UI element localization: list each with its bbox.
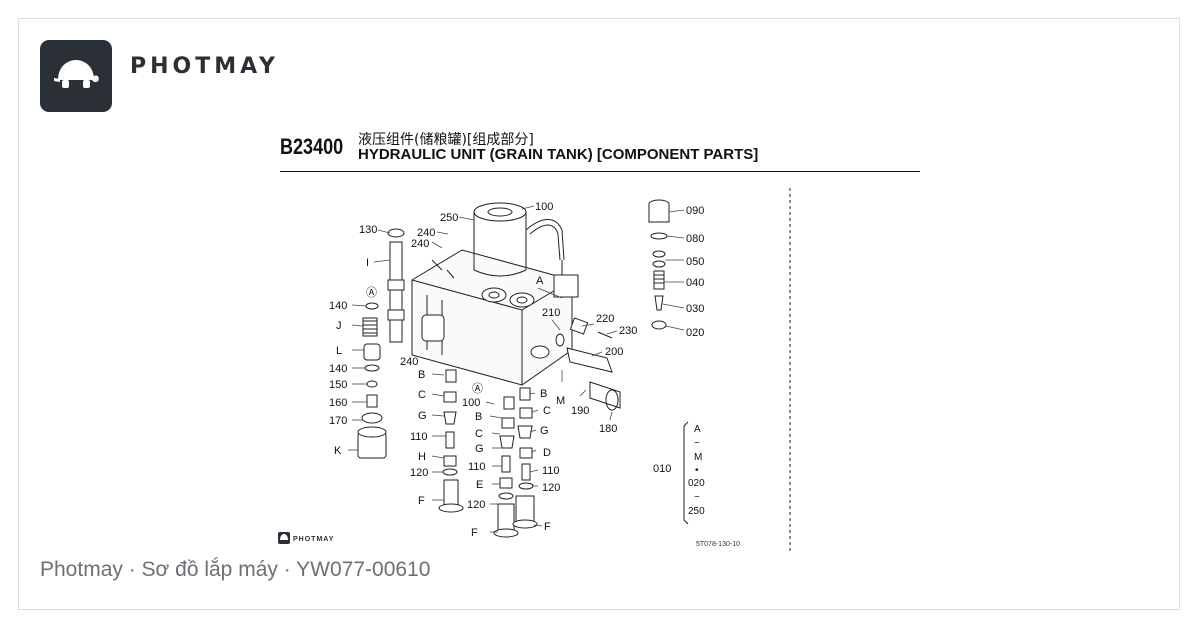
range-note: 010 A ~ M • 020 ~ 250: [653, 424, 705, 517]
range-item: •: [695, 465, 699, 476]
title-english: HYDRAULIC UNIT (GRAIN TANK) [COMPONENT P…: [358, 146, 759, 163]
callout: J: [336, 320, 342, 332]
callout: 080: [686, 233, 704, 245]
exploded-parts-diagram: 130 250 240 240 100 I A 140 Ⓐ J L 140 15…: [272, 120, 932, 560]
callout: F: [418, 495, 425, 507]
range-item: A: [694, 424, 701, 435]
callout: C: [543, 405, 551, 417]
callout: C: [475, 428, 483, 440]
callout: 200: [605, 346, 623, 358]
mini-brand-name: PHOTMAY: [293, 536, 334, 543]
callout-labels: 130 250 240 240 100 I A 140 Ⓐ J L 140 15…: [329, 201, 704, 539]
callout: I: [366, 257, 369, 269]
diagram-svg: 130 250 240 240 100 I A 140 Ⓐ J L 140 15…: [278, 188, 791, 552]
callout: 120: [467, 499, 485, 511]
callout: 120: [542, 482, 560, 494]
callout: 020: [686, 327, 704, 339]
range-item: 020: [688, 478, 705, 489]
range-item: 250: [688, 506, 705, 517]
callout: D: [543, 447, 551, 459]
callout: K: [334, 445, 342, 457]
turtle-icon: [54, 60, 99, 88]
brand-logo[interactable]: [40, 40, 112, 112]
callout: 240: [400, 356, 418, 368]
title-chinese: 液压组件(储粮罐)[组成部分]: [358, 132, 534, 148]
callout: 100: [535, 201, 553, 213]
fittings: [555, 317, 621, 411]
callout: 240: [417, 227, 435, 239]
range-item: ~: [694, 438, 700, 449]
callout: L: [336, 345, 342, 357]
callout: E: [476, 479, 483, 491]
callout: 040: [686, 277, 704, 289]
callout: G: [540, 425, 549, 437]
card-frame: [18, 18, 1180, 610]
callout: 210: [542, 307, 560, 319]
spool-assembly: [357, 228, 405, 459]
callout: 250: [440, 212, 458, 224]
callout: 140: [329, 300, 347, 312]
callout: 110: [542, 465, 560, 477]
callout: 050: [686, 256, 704, 268]
part-group-code: B23400: [280, 134, 344, 159]
callout: 030: [686, 303, 704, 315]
brand-name: PHOTMAY: [130, 54, 279, 79]
header-rule: [280, 171, 920, 172]
callout: 190: [571, 405, 589, 417]
callout: M: [556, 395, 565, 407]
callout: B: [418, 369, 425, 381]
callout: B: [475, 411, 482, 423]
callout: 180: [599, 423, 617, 435]
callout: Ⓐ: [366, 286, 377, 299]
solenoid-250: [473, 202, 527, 277]
lower-cartridges: [438, 369, 538, 538]
mini-logo: PHOTMAY: [278, 532, 334, 544]
callout: 110: [410, 431, 428, 443]
footer-caption: Photmay · Sơ đồ lắp máy · YW077-00610: [40, 558, 431, 581]
callout: 120: [410, 467, 428, 479]
callout: Ⓐ: [472, 382, 483, 395]
callout: 100: [462, 397, 480, 409]
mini-turtle-icon: [280, 534, 288, 540]
callout: G: [475, 443, 484, 455]
callout: 150: [329, 379, 347, 391]
range-item: M: [694, 452, 702, 463]
callout: 240: [411, 238, 429, 250]
leader-lines: [348, 205, 685, 533]
callout: 230: [619, 325, 637, 337]
drawing-number: 5T078-130-10: [696, 541, 740, 548]
callout: 160: [329, 397, 347, 409]
range-label: 010: [653, 463, 671, 475]
callout: C: [418, 389, 426, 401]
callout: G: [418, 410, 427, 422]
callout: F: [471, 527, 478, 539]
callout: A: [536, 275, 544, 287]
connector: [553, 274, 579, 298]
relief-valve-parts: [648, 199, 670, 330]
solenoid-cable: [525, 219, 565, 261]
callout: 140: [329, 363, 347, 375]
callout: 220: [596, 313, 614, 325]
callout: H: [418, 451, 426, 463]
callout: 170: [329, 415, 347, 427]
callout: 110: [468, 461, 486, 473]
range-bracket: [683, 421, 689, 525]
callout: 130: [359, 224, 377, 236]
range-item: ~: [694, 492, 700, 503]
callout: F: [544, 521, 551, 533]
callout: B: [540, 388, 547, 400]
callout: 090: [686, 205, 704, 217]
